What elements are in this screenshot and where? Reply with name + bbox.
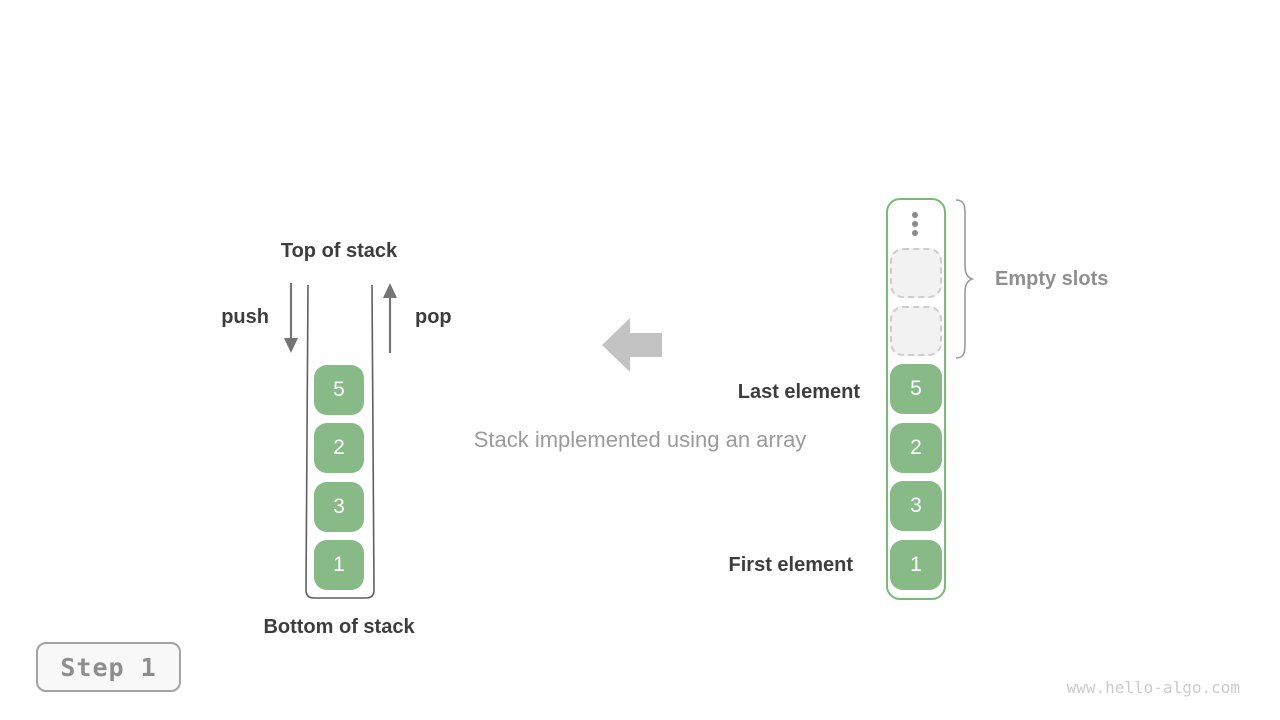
diagram-caption: Stack implemented using an array <box>473 427 807 452</box>
stack-element: 2 <box>314 423 364 473</box>
vertical-ellipsis-icon <box>912 212 918 239</box>
stack-container-outline <box>305 285 375 599</box>
first-element-label: First element <box>728 554 853 576</box>
push-arrow-down-icon <box>284 283 298 353</box>
array-element: 3 <box>890 481 942 531</box>
array-element: 5 <box>890 364 942 414</box>
empty-slots-label: Empty slots <box>995 268 1109 290</box>
array-element: 1 <box>890 540 942 590</box>
block-arrow-left-icon <box>602 318 662 372</box>
pop-label: pop <box>415 306 452 328</box>
array-element: 2 <box>890 423 942 473</box>
empty-slot <box>890 306 942 356</box>
watermark: www.hello-algo.com <box>1066 678 1240 697</box>
step-badge: Step 1 <box>36 642 181 692</box>
push-label: push <box>221 306 269 328</box>
bottom-of-stack-label: Bottom of stack <box>263 616 415 638</box>
stack-element: 1 <box>314 540 364 590</box>
pop-arrow-up-icon <box>383 283 397 353</box>
right-curly-brace-icon <box>956 199 974 359</box>
stack-element: 3 <box>314 482 364 532</box>
empty-slot <box>890 248 942 298</box>
stack-element: 5 <box>314 365 364 415</box>
last-element-label: Last element <box>737 381 860 403</box>
top-of-stack-label: Top of stack <box>280 240 398 262</box>
